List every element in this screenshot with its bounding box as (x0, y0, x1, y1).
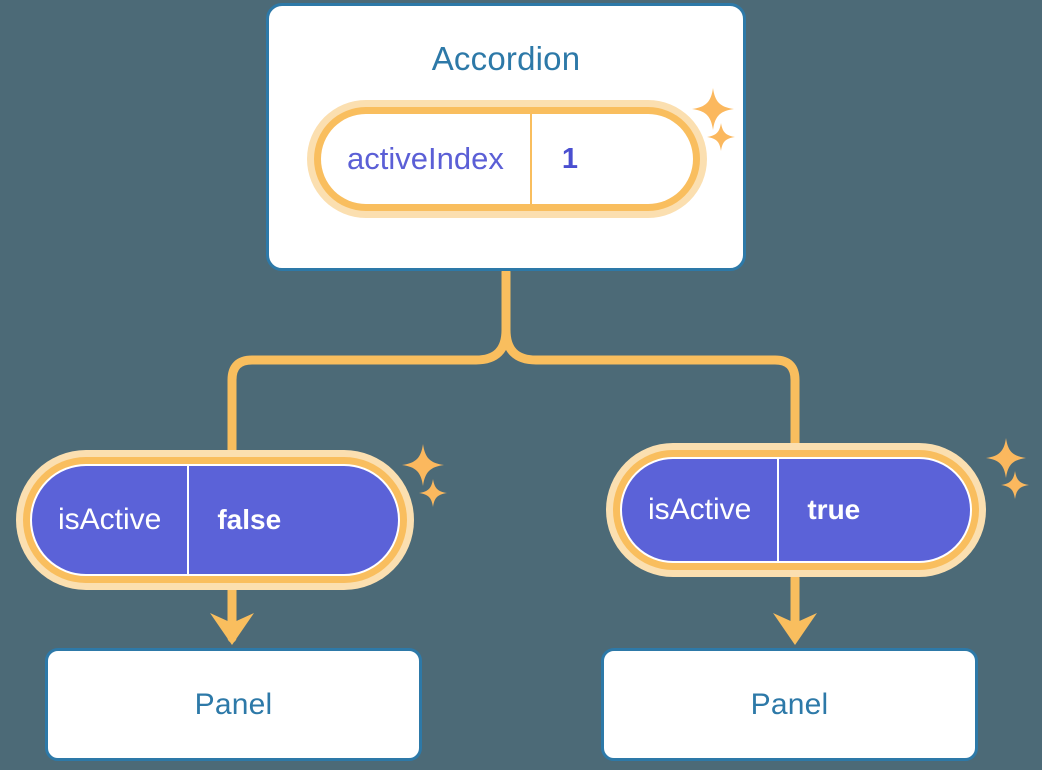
arrow-down-icon-left (210, 613, 254, 645)
prop-pill-is-active-true[interactable]: isActive true (606, 443, 986, 577)
pill-body: isActive false (30, 464, 400, 576)
sparkle-four-point-icon (986, 438, 1026, 478)
component-card-panel-left[interactable]: Panel (45, 648, 422, 761)
pill-ring: isActive true (613, 450, 979, 570)
component-card-panel-right[interactable]: Panel (601, 648, 978, 761)
page-title: Accordion (431, 40, 581, 77)
prop-value-label: true (807, 494, 861, 525)
panel-title: Panel (750, 687, 829, 721)
connector-branch-left (227, 325, 511, 457)
pill-ring: activeIndex 1 (314, 107, 700, 211)
prop-pill-is-active-false[interactable]: isActive false (16, 450, 414, 590)
pill-body: activeIndex 1 (321, 114, 693, 204)
state-value-label: 1 (561, 142, 578, 175)
prop-key-label: isActive (32, 466, 190, 574)
sparkle-four-point-icon (402, 444, 444, 486)
panel-title: Panel (194, 687, 273, 721)
pill-body: isActive true (620, 457, 972, 563)
pill-ring: isActive false (23, 457, 407, 583)
state-pill-active-index[interactable]: activeIndex 1 (307, 100, 707, 218)
connector-branch-right (501, 325, 800, 451)
arrow-down-icon-right (773, 613, 817, 645)
state-key-label: activeIndex (321, 114, 532, 204)
sparkle-four-point-small-icon (1001, 471, 1029, 499)
prop-key-label: isActive (622, 459, 780, 561)
prop-value-label: false (217, 504, 282, 535)
sparkle-four-point-small-icon (419, 479, 447, 507)
